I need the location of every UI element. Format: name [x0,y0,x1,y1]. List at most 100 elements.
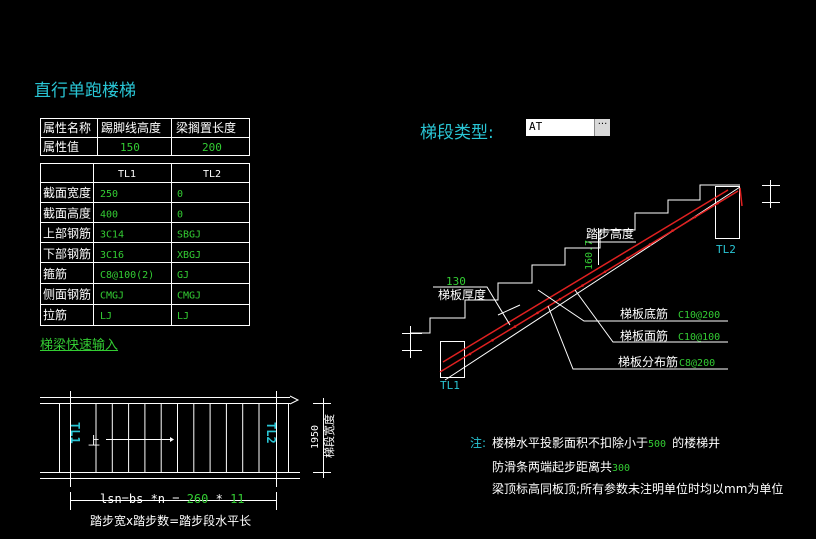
bottom-rebar-line [439,190,739,373]
beam-cell-tl2[interactable]: 0 [177,189,183,200]
formula-step-width[interactable]: 260 [187,492,209,506]
notes-stairwell-area[interactable]: 500 [648,439,666,450]
beam-cell-tl2[interactable]: LJ [177,311,189,322]
plan-tl1-label: TL1 [68,422,82,444]
beam-cell-tl1[interactable]: LJ [100,311,112,322]
rebar-dots [468,202,719,356]
beam-row-label: 截面宽度 [43,185,91,200]
section-tl2-beam [715,186,740,239]
dist-rebar-dot [693,215,697,219]
beam-cell-tl1[interactable]: CMGJ [100,291,124,302]
notes-line-1: 楼梯水平投影面积不扣除小于500 的楼梯井 [492,435,720,450]
section-tl1-label: TL1 [440,379,460,392]
step-height-label: 踏步高度 [586,226,634,241]
plan-tl2-label: TL2 [264,422,278,444]
beam-cell-tl1[interactable]: 400 [100,209,118,220]
beam-col-header: TL2 [203,169,221,180]
plan-formula: lsn=bs *n = 260 * 11 [100,492,245,506]
top-rebar-line [442,189,729,363]
beam-cell-tl2[interactable]: 0 [177,209,183,220]
plan-width-label: 梯段宽度 [322,414,336,458]
beam-cell-tl1[interactable]: 3C16 [100,250,124,261]
beam-table [40,163,250,326]
attr-col-name: 梁搁置长度 [176,120,236,135]
thickness-leader [433,286,511,326]
beam-cell-tl2[interactable]: XBGJ [177,250,201,261]
dist-rebar-dot [558,297,562,301]
step-height-value[interactable]: 160.7 [584,240,595,270]
stair-step-outline [410,184,740,334]
section-tl1-beam [440,341,465,378]
beam-row-label: 侧面钢筋 [43,287,91,302]
beam-table-border [40,163,250,326]
up-arrow-head [170,437,174,442]
notes-line-2-text: 防滑条两端起步距离共 [492,459,612,474]
plan-up-label: 上 [88,434,100,448]
plan-view [40,391,331,510]
beam-row-label: 箍筋 [43,266,67,281]
dist-rebar-dot [468,352,472,356]
beam-row-label: 拉筋 [43,307,67,322]
beam-cell-tl1[interactable]: 250 [100,189,118,200]
beam-cell-tl1[interactable]: C8@100(2) [100,270,154,281]
section-tl2-label: TL2 [716,243,736,256]
stair-type-label: 梯段类型: [420,123,494,143]
top-bar-leader [574,289,728,343]
dist-rebar-dot [671,229,674,232]
beam-col-header: TL1 [118,169,136,180]
dist-rebar-dot [536,311,539,315]
attr-row-header: 属性名称 [43,120,91,135]
attr-col-name: 踢脚线高度 [101,120,161,135]
beam-cell-tl2[interactable]: GJ [177,270,189,281]
rebar-hook [739,187,743,207]
slab-thickness-label: 梯板厚度 [438,287,486,302]
attr-value-cell[interactable]: 200 [202,141,222,154]
beam-cell-tl2[interactable]: CMGJ [177,291,201,302]
notes-line-1-text: 楼梯水平投影面积不扣除小于 [492,435,648,450]
beam-row-label: 下部钢筋 [43,246,91,261]
dist-rebar-dot [626,256,629,260]
section-view [402,180,780,381]
plan-treads [95,404,260,472]
slab-thickness-value[interactable]: 130 [446,275,466,288]
plan-break-mark [289,395,300,405]
bottom-bar-label: 梯板底筋 [620,306,668,321]
dist-rebar-dot [648,243,652,246]
dist-rebar-dot [491,339,494,342]
beam-row-label: 上部钢筋 [43,226,91,241]
dist-rebar-dot [581,284,584,287]
dist-rebar-dot [513,325,517,328]
beam-cell-tl2[interactable]: SBGJ [177,230,201,241]
notes-line-1-tail: 的楼梯井 [672,435,720,450]
stair-type-browse-button[interactable]: ··· [594,119,610,136]
dist-rebar-dot [716,202,719,205]
beam-quick-input-link[interactable]: 梯梁快速输入 [40,338,119,353]
attr-value-cell[interactable]: 150 [120,141,140,154]
beam-cell-tl1[interactable]: 3C14 [100,230,124,241]
dist-bar-value[interactable]: C8@200 [679,358,715,369]
top-bar-label: 梯板面筋 [620,328,668,343]
notes-prefix: 注: [470,435,486,450]
attr-row-value-label: 属性值 [43,139,79,154]
page-title: 直行单跑楼梯 [34,81,136,101]
dist-rebar-dot [603,270,607,274]
plan-caption: 踏步宽x踏步数=踏步段水平长 [90,513,251,528]
thickness-tick [497,304,521,316]
beam-row-label: 截面高度 [43,205,91,220]
stair-type-select[interactable]: AT ··· [526,119,610,136]
bottom-bar-leader [537,289,728,322]
dist-bar-label: 梯板分布筋 [618,354,678,369]
formula-step-count[interactable]: 11 [230,492,244,506]
beam-rows: 截面宽度 250 0 截面高度 400 0 上部钢筋 3C14 SBGJ 下部钢筋 3C16 XBGJ… [43,185,201,322]
notes-antislip-distance[interactable]: 300 [612,463,630,474]
notes-line-2: 防滑条两端起步距离共300 [492,459,630,474]
plan-width-value: 1950 [310,425,321,449]
notes-line-3: 梁顶标高同板顶;所有参数未注明单位时均以mm为单位 [492,481,783,496]
bottom-bar-value[interactable]: C10@200 [678,310,720,321]
attr-table [40,118,250,156]
stair-type-value: AT [529,120,543,133]
formula-prefix: lsn=bs *n = [100,492,187,506]
dist-bar-leader [547,305,728,370]
top-bar-value[interactable]: C10@100 [678,332,720,343]
